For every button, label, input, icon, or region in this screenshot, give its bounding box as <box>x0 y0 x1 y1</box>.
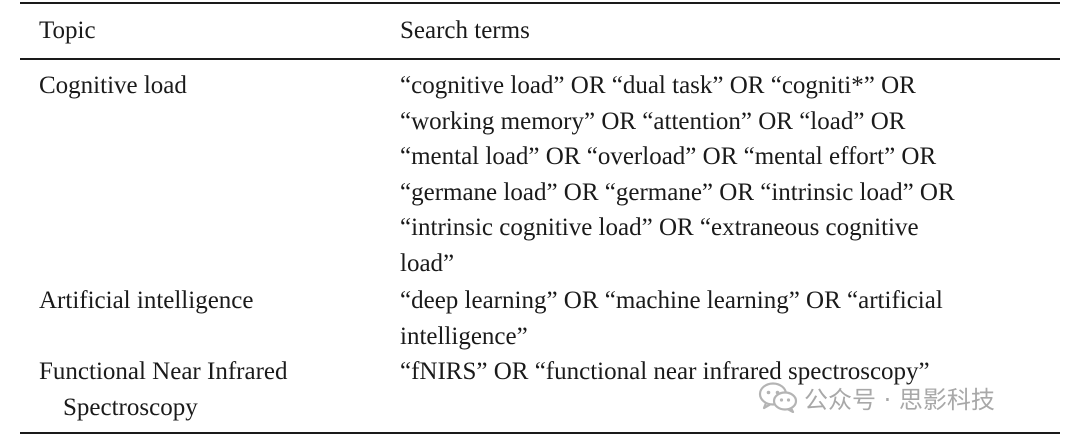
header-topic: Topic <box>39 17 96 44</box>
row-fnirs-terms: “fNIRS” OR “functional near infrared spe… <box>400 354 1050 390</box>
topic-line: Cognitive load <box>39 72 187 99</box>
row-artificial-intelligence-terms: “deep learning” OR “machine learning” OR… <box>400 283 1050 354</box>
row-fnirs-topic: Functional Near Infrared Spectroscopy <box>39 354 288 425</box>
row-cognitive-load-topic: Cognitive load <box>39 68 187 104</box>
topic-line: Artificial intelligence <box>39 287 254 314</box>
row-cognitive-load-terms: “cognitive load” OR “dual task” OR “cogn… <box>400 68 1050 282</box>
terms-line: load” <box>400 249 455 277</box>
row-artificial-intelligence-topic: Artificial intelligence <box>39 283 254 319</box>
wechat-icon <box>758 382 798 413</box>
terms-line: “intrinsic cognitive load” OR “extraneou… <box>400 214 919 242</box>
topic-line: Spectroscopy <box>63 393 198 421</box>
header-search-terms: Search terms <box>400 17 530 44</box>
terms-line: intelligence” <box>400 322 528 350</box>
watermark-text: 公众号 · 思影科技 <box>804 385 995 414</box>
search-terms-table: Topic Search terms Cognitive load “cogni… <box>20 2 1060 434</box>
terms-line: “working memory” OR “attention” OR “load… <box>400 107 906 135</box>
watermark: 公众号 · 思影科技 <box>758 378 995 416</box>
table-bottom-rule <box>20 432 1060 434</box>
table-top-rule <box>20 2 1060 4</box>
header-rule <box>20 58 1060 60</box>
terms-line: “deep learning” OR “machine learning” OR… <box>400 287 943 314</box>
terms-line: “germane load” OR “germane” OR “intrinsi… <box>400 178 955 206</box>
terms-line: “mental load” OR “overload” OR “mental e… <box>400 143 937 171</box>
topic-line: Functional Near Infrared <box>39 358 288 385</box>
terms-line: “cognitive load” OR “dual task” OR “cogn… <box>400 72 916 99</box>
terms-line: “fNIRS” OR “functional near infrared spe… <box>400 358 930 385</box>
